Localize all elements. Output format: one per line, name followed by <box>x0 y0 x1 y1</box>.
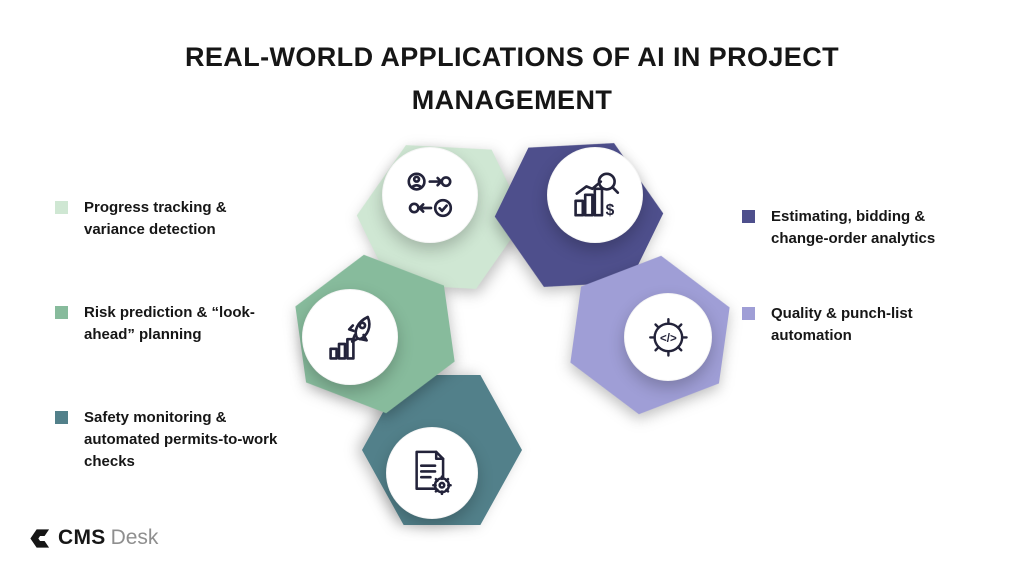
rocket-bars-icon <box>329 315 371 360</box>
icon-circle-risk-prediction <box>302 289 398 385</box>
list-item-label: Quality & punch-list automation <box>771 305 913 344</box>
bullet-square <box>55 201 68 214</box>
page-title: REAL-WORLD APPLICATIONS OF AI IN PROJECT… <box>112 36 912 121</box>
bullet-square <box>55 411 68 424</box>
list-item-label: Estimating, bidding & change-order analy… <box>771 208 936 247</box>
cms-desk-logo-icon <box>30 528 50 548</box>
icon-circle-quality-automation: </> <box>624 293 712 381</box>
brand-logo: CMS Desk <box>28 526 158 550</box>
bullet-square <box>742 210 755 223</box>
list-item-label: Safety monitoring & automated permits-to… <box>84 409 278 470</box>
icon-circle-progress-tracking <box>382 147 478 243</box>
svg-text:$: $ <box>606 202 615 219</box>
brand-name-primary: CMS <box>58 526 106 549</box>
page-title-line2: MANAGEMENT <box>411 84 613 115</box>
list-item-quality-automation: Quality & punch-list automation <box>742 303 971 347</box>
list-item-risk-prediction: Risk prediction & “look-ahead” planning <box>55 302 284 346</box>
list-item-label: Progress tracking & variance detection <box>84 199 227 238</box>
icon-circle-safety-monitoring <box>386 427 478 519</box>
page-title-line1: REAL-WORLD APPLICATIONS OF AI IN PROJECT <box>185 42 839 72</box>
list-item-estimating-analytics: Estimating, bidding & change-order analy… <box>742 206 971 250</box>
bullet-square <box>55 306 68 319</box>
chart-magnifier-dollar-icon: $ <box>574 172 620 219</box>
workflow-checklist-icon <box>407 172 453 218</box>
list-item-progress-tracking: Progress tracking & variance detection <box>55 197 284 241</box>
icon-circle-estimating-analytics: $ <box>547 147 643 243</box>
document-gear-icon <box>415 451 453 496</box>
gear-code-icon: </> <box>648 317 688 357</box>
bullet-square <box>742 307 755 320</box>
list-item-safety-monitoring: Safety monitoring & automated permits-to… <box>55 407 284 472</box>
svg-text:</>: </> <box>660 332 677 344</box>
brand-name-secondary: Desk <box>110 526 159 549</box>
list-item-label: Risk prediction & “look-ahead” planning <box>84 304 255 343</box>
